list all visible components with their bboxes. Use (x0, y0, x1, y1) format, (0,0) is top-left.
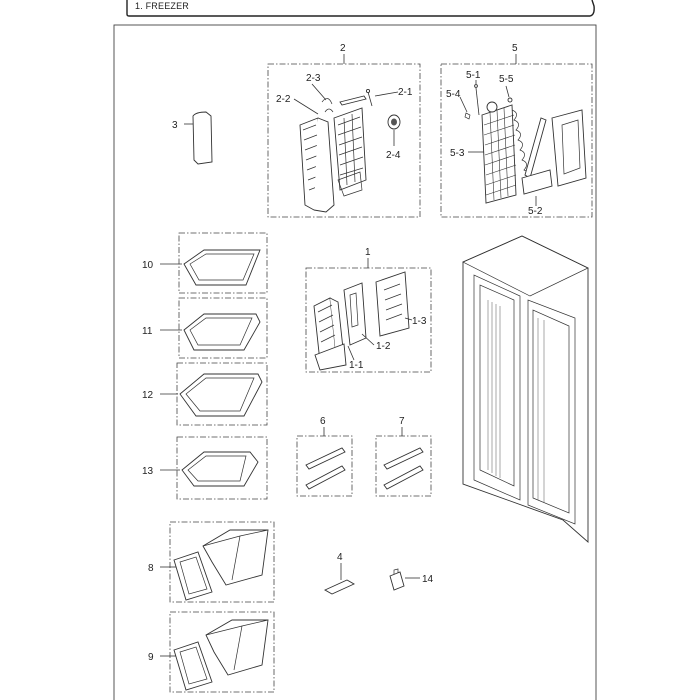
shelf-10 (160, 232, 268, 294)
label-1-2: 1-2 (376, 341, 391, 352)
part-group-2 (267, 54, 421, 218)
shelf-13 (160, 436, 268, 500)
label-2-4: 2-4 (386, 150, 401, 161)
label-1-3: 1-3 (412, 316, 427, 327)
label-5-5: 5-5 (499, 74, 514, 85)
label-3: 3 (172, 120, 178, 131)
label-5-1: 5-1 (466, 70, 481, 81)
part-group-5 (440, 54, 593, 218)
shelf-12 (160, 362, 268, 426)
label-5-2: 5-2 (528, 206, 543, 217)
label-1: 1 (365, 247, 371, 258)
part-3 (184, 111, 213, 165)
label-5-4: 5-4 (446, 89, 461, 100)
label-5: 5 (512, 43, 518, 54)
bin-8 (160, 521, 275, 603)
label-8: 8 (148, 563, 154, 574)
label-7: 7 (399, 416, 405, 427)
part-14 (389, 568, 420, 591)
label-6: 6 (320, 416, 326, 427)
label-1-1: 1-1 (349, 360, 364, 371)
label-13: 13 (142, 466, 154, 477)
label-14: 14 (422, 574, 434, 585)
label-11: 11 (142, 326, 153, 337)
label-5-3: 5-3 (450, 148, 465, 159)
header-bracket (126, 0, 595, 17)
label-4: 4 (337, 552, 343, 563)
label-2-3: 2-3 (306, 73, 321, 84)
section-header: 1. FREEZER (126, 0, 596, 18)
rails-6 (296, 427, 353, 497)
rails-7 (375, 427, 432, 497)
shelf-11 (160, 297, 268, 359)
label-12: 12 (142, 390, 154, 401)
label-2-1: 2-1 (398, 87, 413, 98)
bin-9 (160, 611, 275, 693)
section-title: 1. FREEZER (135, 1, 190, 11)
diagram-frame (113, 24, 597, 700)
label-10: 10 (142, 260, 154, 271)
part-group-1 (305, 258, 432, 373)
label-2: 2 (340, 43, 346, 54)
part-4 (324, 563, 355, 595)
label-9: 9 (148, 652, 154, 663)
refrigerator-cabinet (462, 235, 589, 543)
label-2-2: 2-2 (276, 94, 291, 105)
